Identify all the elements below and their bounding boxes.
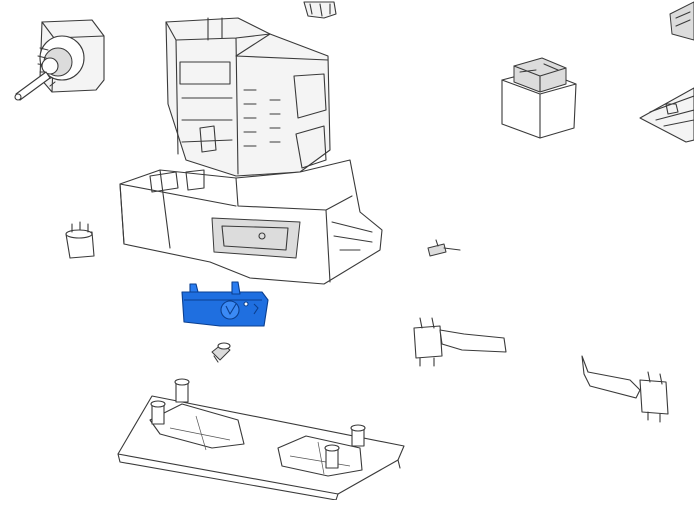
capacitor[interactable] [65, 221, 95, 259]
transformer[interactable] [501, 57, 577, 139]
gear-motor-assembly[interactable] [14, 19, 105, 101]
control-board[interactable] [639, 1, 694, 143]
screw[interactable] [211, 342, 231, 363]
foundation-plate[interactable] [117, 378, 405, 501]
motor-housing-base[interactable] [119, 17, 383, 285]
small-pin[interactable] [427, 239, 461, 257]
limit-switch-left[interactable] [413, 317, 507, 367]
bracket-plate[interactable] [181, 281, 269, 327]
top-bracket[interactable] [303, 1, 337, 19]
limit-switch-right[interactable] [581, 355, 669, 423]
